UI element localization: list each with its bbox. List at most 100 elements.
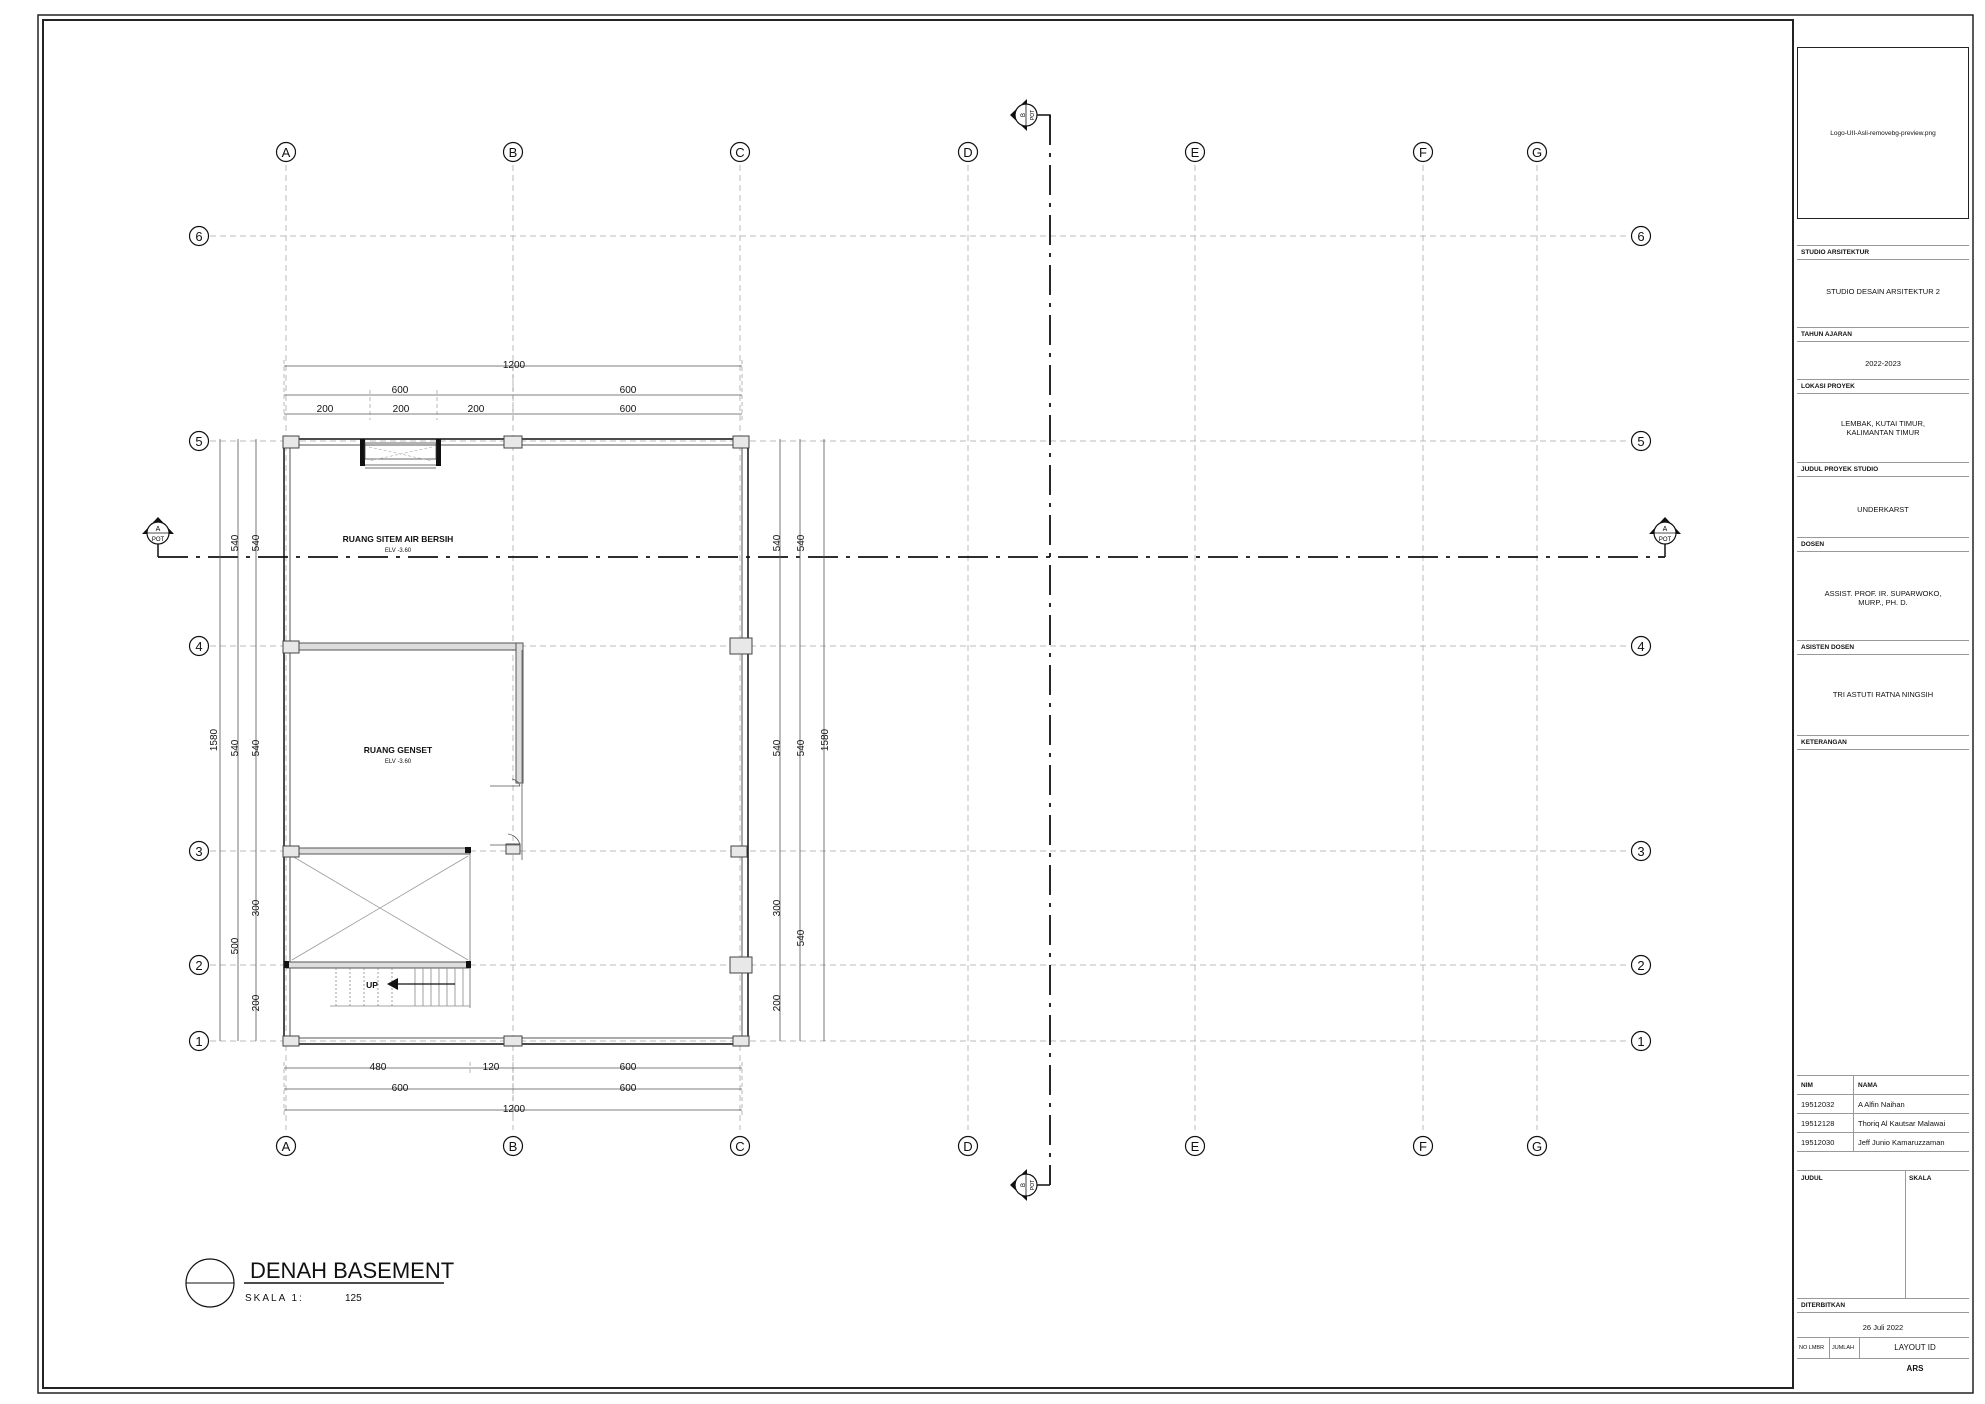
tahun-header: TAHUN AJARAN [1797, 327, 1969, 342]
grid-lines [210, 165, 1630, 1130]
lokasi-value-2: KALIMANTAN TIMUR [1846, 428, 1920, 437]
window [364, 442, 437, 469]
svg-text:A: A [1663, 526, 1668, 533]
room-labels: RUANG SITEM AIR BERSIH ELV -3.60 RUANG G… [343, 534, 454, 990]
svg-text:200: 200 [468, 404, 485, 415]
svg-text:600: 600 [392, 1083, 409, 1094]
svg-text:540: 540 [796, 739, 807, 756]
structural-columns [282, 435, 753, 1047]
section-marker-b-bottom: B POT [1010, 1169, 1038, 1201]
lokasi-header: LOKASI PROYEK [1797, 379, 1969, 394]
svg-text:600: 600 [620, 404, 637, 415]
grid-label-row: 2 [195, 958, 202, 973]
stair-label: UP [366, 980, 378, 990]
dosen-header: DOSEN [1797, 537, 1969, 552]
students-table: NIM NAMA 19512032 A Alfin Naihan 1951212… [1797, 1075, 1969, 1152]
svg-text:A: A [156, 526, 161, 533]
svg-text:POT: POT [1030, 1180, 1036, 1190]
studio-value: STUDIO DESAIN ARSITEKTUR 2 [1826, 287, 1940, 296]
room-name: RUANG SITEM AIR BERSIH [343, 534, 454, 544]
grid-label-row: 5 [1637, 434, 1644, 449]
grid-label-row: 1 [1637, 1034, 1644, 1049]
drawing-title-text: DENAH BASEMENT [250, 1258, 454, 1283]
asisten-value: TRI ASTUTI RATNA NINGSIH [1832, 690, 1934, 699]
section-marker-a-right: A POT [1649, 517, 1681, 545]
svg-text:1580: 1580 [820, 728, 831, 751]
svg-text:540: 540 [230, 534, 241, 551]
svg-text:540: 540 [251, 534, 262, 551]
grid-label-row: 1 [195, 1034, 202, 1049]
judul-header: JUDUL [1801, 1175, 1823, 1182]
table-row: 19512128 Thoriq Al Kautsar Malawai [1797, 1113, 1969, 1133]
lokasi-value-1: LEMBAK, KUTAI TIMUR, [1841, 419, 1925, 428]
svg-text:480: 480 [370, 1062, 387, 1073]
diterbitkan-value: 26 Juli 2022 [1862, 1323, 1904, 1332]
grid-label-row: 6 [1637, 229, 1644, 244]
grid-label-col: B [509, 145, 518, 160]
svg-text:200: 200 [772, 994, 783, 1011]
grid-label-col: G [1532, 1139, 1542, 1154]
grid-label-row: 5 [195, 434, 202, 449]
layout-id-label: LAYOUT ID [1894, 1343, 1936, 1352]
no-lmbr-label: NO LMBR [1799, 1345, 1825, 1351]
grid-label-row: 4 [1637, 639, 1644, 654]
svg-text:600: 600 [620, 1083, 637, 1094]
judul-proyek-header: JUDUL PROYEK STUDIO [1797, 462, 1969, 477]
svg-text:200: 200 [317, 404, 334, 415]
svg-text:1200: 1200 [503, 360, 526, 371]
svg-text:600: 600 [620, 1062, 637, 1073]
grid-label-col: C [735, 1139, 744, 1154]
scale-label: SKALA 1: [245, 1293, 304, 1304]
table-row: 19512030 Jeff Junio Kamaruzzaman [1797, 1132, 1969, 1152]
svg-text:540: 540 [772, 739, 783, 756]
room-elevation: ELV -3.60 [385, 759, 412, 765]
layout-box: NO LMBR JUMLAH LAYOUT ID ARS [1797, 1337, 1969, 1378]
svg-text:200: 200 [393, 404, 410, 415]
asisten-header: ASISTEN DOSEN [1797, 640, 1969, 655]
jumlah-label: JUMLAH [1832, 1345, 1855, 1351]
grid-label-col: F [1419, 1139, 1427, 1154]
sheet-code: ARS [1906, 1364, 1924, 1373]
grid-label-col: E [1191, 1139, 1200, 1154]
svg-text:200: 200 [251, 994, 262, 1011]
svg-text:POT: POT [152, 537, 165, 543]
diterbitkan-header: DITERBITKAN [1797, 1298, 1969, 1313]
svg-text:300: 300 [772, 899, 783, 916]
grid-label-row: 6 [195, 229, 202, 244]
logo-placeholder: Logo-UII-Asli-removebg-preview.png [1797, 47, 1969, 219]
grid-labels: A B C D E F G A B C D E F G 6 5 4 3 2 1 … [195, 145, 1644, 1154]
grid-label-row: 2 [1637, 958, 1644, 973]
grid-label-col: C [735, 145, 744, 160]
room-name: RUANG GENSET [364, 745, 433, 755]
staircase [330, 968, 470, 1007]
svg-text:540: 540 [796, 534, 807, 551]
studio-header: STUDIO ARSITEKTUR [1797, 245, 1969, 260]
keterangan-header: KETERANGAN [1797, 735, 1969, 750]
outer-border [37, 14, 1974, 1394]
svg-text:1580: 1580 [209, 728, 220, 751]
svg-text:120: 120 [483, 1062, 500, 1073]
svg-text:540: 540 [772, 534, 783, 551]
svg-text:540: 540 [796, 929, 807, 946]
drawing-frame [42, 19, 1794, 1389]
scale-value: 125 [345, 1293, 362, 1304]
grid-bubbles [188, 141, 1652, 1157]
svg-text:600: 600 [620, 385, 637, 396]
dosen-value-1: ASSIST. PROF. IR. SUPARWOKO, [1824, 589, 1942, 598]
svg-text:540: 540 [251, 739, 262, 756]
svg-text:POT: POT [1030, 110, 1036, 120]
grid-label-row: 3 [195, 844, 202, 859]
section-marker-a-left: A POT [142, 517, 174, 545]
wall-ends [284, 439, 471, 968]
svg-text:B: B [1021, 113, 1027, 117]
grid-label-col: B [509, 1139, 518, 1154]
dosen-value-2: MURP., PH. D. [1858, 598, 1908, 607]
svg-text:1200: 1200 [503, 1104, 526, 1115]
nama-header: NAMA [1853, 1075, 1969, 1095]
grid-label-row: 4 [195, 639, 202, 654]
dimension-extensions [283, 360, 743, 1116]
tahun-value: 2022-2023 [1865, 359, 1901, 368]
grid-label-col: F [1419, 145, 1427, 160]
grid-label-col: G [1532, 145, 1542, 160]
